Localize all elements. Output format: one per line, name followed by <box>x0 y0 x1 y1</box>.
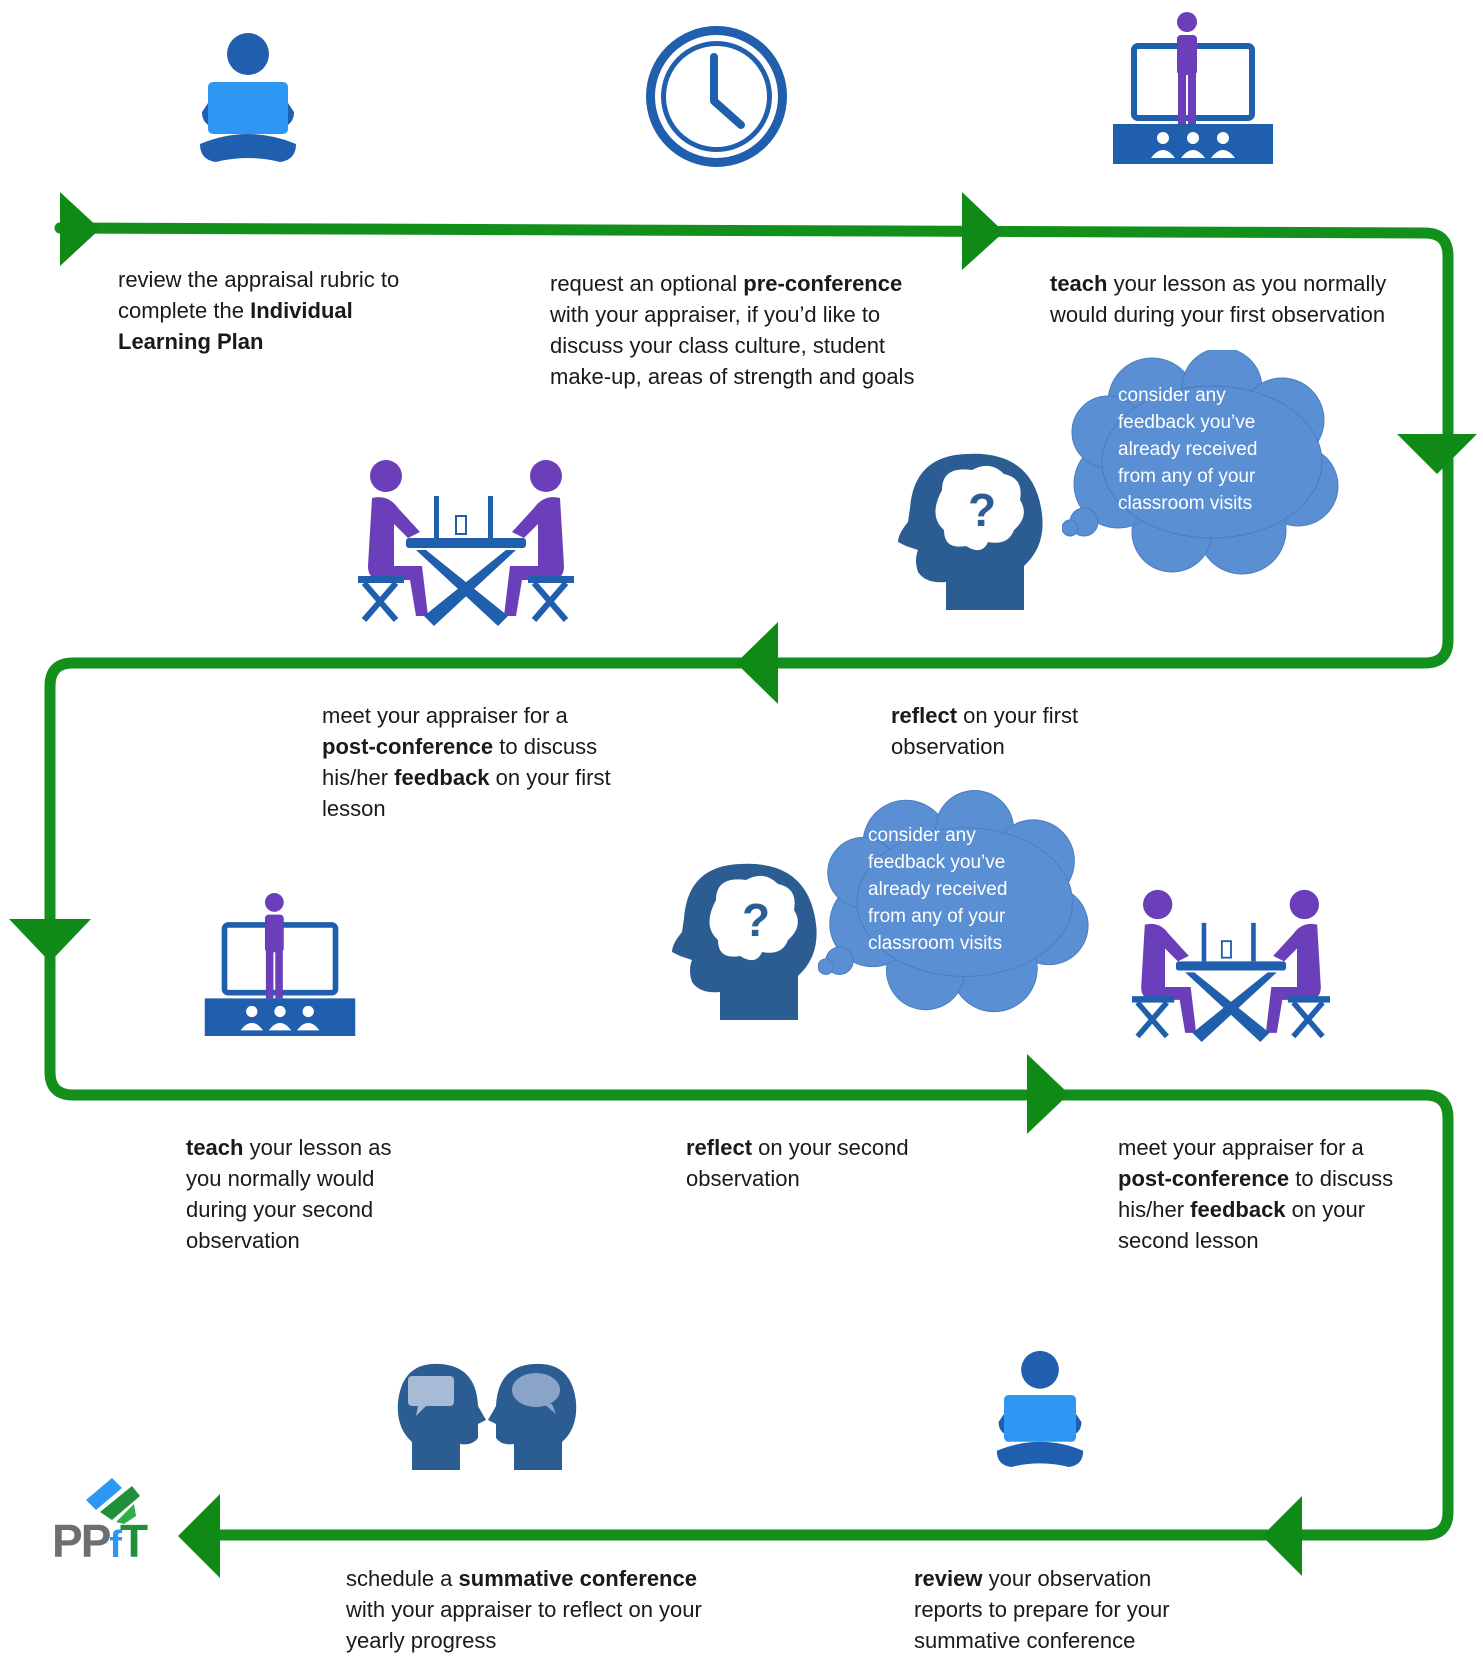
ppft-leaf-icon <box>86 1478 140 1524</box>
arrow-right-3 <box>1027 1054 1069 1134</box>
clock-icon <box>646 26 787 167</box>
arrow-left-1 <box>736 622 778 704</box>
cloud-2-text: consider any feedback you’ve already rec… <box>868 825 1008 954</box>
conversation-heads-icon <box>397 1363 577 1470</box>
thinking-head-icon: ? <box>898 453 1043 610</box>
arrow-down-1 <box>1397 434 1477 474</box>
thought-cloud-1 <box>1062 350 1339 575</box>
arrow-right-1 <box>60 192 100 266</box>
step-6-text: teach your lesson as you normally would … <box>186 1135 392 1253</box>
laptop-person-icon-2 <box>996 1350 1084 1467</box>
cloud-1-text: consider any feedback you’ve already rec… <box>1118 385 1258 514</box>
meeting-table-icon-2 <box>1132 889 1330 1042</box>
ppft-logo-text: PPfT <box>52 1515 148 1567</box>
arrow-left-end <box>178 1494 220 1578</box>
step-3-text: teach your lesson as you normally would … <box>1050 271 1387 327</box>
step-7-text: reflect on your second observation <box>686 1135 909 1191</box>
arrow-down-2 <box>9 919 91 962</box>
laptop-person-icon <box>200 33 296 162</box>
step-1-text: review the appraisal rubric to complete … <box>118 267 400 354</box>
step-8-text: meet your appraiser for a post-conferenc… <box>1118 1135 1394 1253</box>
teacher-classroom-icon-2 <box>204 893 356 1036</box>
step-4-text: reflect on your first observation <box>891 703 1079 759</box>
thought-cloud-2 <box>818 790 1089 1013</box>
meeting-table-icon <box>358 460 574 626</box>
arrow-left-2 <box>1262 1496 1302 1576</box>
teacher-classroom-icon <box>1113 12 1273 164</box>
thinking-head-icon-2: ? <box>672 863 817 1020</box>
svg-text:?: ? <box>968 484 996 536</box>
path-row1 <box>44 222 1454 1541</box>
svg-text:?: ? <box>742 894 770 946</box>
step-10-text: schedule a summative conference with you… <box>346 1566 702 1653</box>
step-2-text: request an optional pre-conference with … <box>550 271 915 389</box>
step-9-text: review your observation reports to prepa… <box>914 1566 1170 1653</box>
step-5-text: meet your appraiser for a post-conferenc… <box>322 703 611 821</box>
arrow-right-2 <box>962 192 1004 270</box>
ppft-logo: PPfT <box>52 1476 170 1568</box>
